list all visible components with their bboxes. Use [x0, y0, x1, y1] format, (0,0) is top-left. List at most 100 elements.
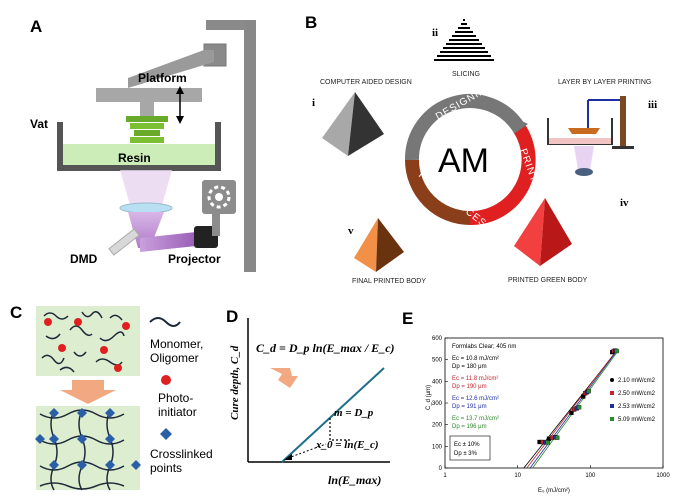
gear-icon [207, 185, 231, 209]
platform-arm [128, 50, 214, 88]
ring-printing [469, 124, 536, 226]
e-xtick-label: 1000 [656, 473, 670, 479]
green-body-pyramid [514, 198, 545, 266]
e-legend-marker [610, 404, 614, 408]
monomer-legend-icon [149, 317, 181, 327]
light-beam [128, 212, 164, 248]
crosslinked-box [36, 406, 140, 490]
e-xtick-label: 1 [443, 473, 447, 479]
printer-icon [547, 96, 634, 176]
e-ec-3: Ec = 13.7 mJ/cm² [452, 416, 499, 422]
e-dp-3: Dp = 196 μm [452, 424, 487, 430]
step-v-label: FINAL PRINTED BODY [352, 278, 426, 285]
resin-bath [62, 144, 216, 166]
crosslink-label-2: points [150, 461, 182, 475]
d-slope-triangle [329, 418, 352, 441]
e-dp-0: Dp = 180 μm [452, 364, 487, 370]
photoinitiator-legend-icon [161, 375, 171, 385]
e-xtick-label: 10 [514, 473, 521, 479]
step-ii-num: ii [432, 27, 438, 39]
e-legend-marker [610, 391, 614, 395]
dmd-mirror [108, 228, 140, 256]
e-legend-label: 2.10 mW/cm2 [618, 378, 656, 384]
final-body-pyramid [354, 218, 378, 272]
monomer-box [36, 306, 140, 376]
e-legend-label: 5.09 mW/cm2 [618, 417, 656, 423]
e-tolerance-box [449, 435, 491, 461]
step-iii-label: LAYER BY LAYER PRINTING [558, 79, 651, 86]
d-ylabel: Cure depth, C_d [229, 345, 241, 420]
resin-label: Resin [118, 151, 151, 165]
d-slope-label: m = D_p [334, 407, 374, 419]
e-ytick-label: 300 [432, 401, 443, 407]
vat-label: Vat [30, 117, 48, 131]
d-intercept-arrow [287, 443, 327, 459]
e-legend-marker [610, 378, 614, 382]
e-params: Ec = 10.8 mJ/cm² Dp = 180 μm Ec = 11.8 m… [452, 356, 499, 430]
ring-post-processing [405, 159, 471, 225]
e-ticks: 0 100 200 300 400 500 600 1 10 100 1000 [432, 336, 670, 479]
e-ytick-label: 500 [432, 358, 443, 364]
e-ytick-label: 600 [432, 336, 443, 342]
d-pointer-arrow [270, 368, 298, 388]
photoinitiator-label-2: initiator [158, 405, 197, 419]
platform-label: Platform [138, 71, 187, 85]
e-point-3 [545, 440, 550, 445]
panel-b: B DESIGNING PRINTING POST-PROCESSING AM … [305, 13, 657, 285]
step-ii-label: SLICING [452, 71, 480, 78]
step-iv-num: iv [620, 197, 629, 209]
e-title: Formlabs Clear; 405 nm [452, 344, 516, 350]
e-point-3 [555, 435, 560, 440]
panel-a: A Platform Vat Resin [30, 17, 256, 272]
sliced-pyramid [434, 19, 494, 61]
e-point-3 [614, 348, 619, 354]
d-fit-line [281, 367, 385, 463]
step-iv-label: PRINTED GREEN BODY [508, 277, 588, 284]
e-legend-label: 2.50 mW/cm2 [618, 391, 656, 397]
lens [119, 202, 173, 214]
step-iii-num: iii [648, 99, 657, 111]
vertical-rail [244, 20, 256, 272]
e-dp-2: Dp = 191 μm [452, 404, 487, 410]
crosslink-legend-icon [160, 428, 172, 440]
e-ytick-label: 100 [432, 444, 443, 450]
e-ylabel: C_d (μm) [426, 385, 432, 410]
e-ec-0: Ec = 10.8 mJ/cm² [452, 356, 499, 362]
e-legend: 2.10 mW/cm2 2.50 mW/cm2 2.53 mW/cm2 5.09 mW… [610, 378, 656, 423]
e-box-note-1: Ec ± 10% [454, 442, 480, 448]
photoinitiator-dots [44, 318, 130, 372]
cad-pyramid [322, 92, 355, 156]
d-equation: C_d = D_p ln(E_max / E_c) [256, 341, 395, 355]
e-xlabel: E₀ (mJ/cm²) [538, 488, 570, 494]
vat [57, 122, 221, 171]
crosslink-label-1: Crosslinked [150, 447, 213, 461]
e-ec-2: Ec = 12.6 mJ/cm² [452, 396, 499, 402]
panel-label-c: C [10, 303, 22, 322]
d-xlabel: ln(E_max) [328, 473, 381, 487]
photoinitiator-label-1: Photo- [158, 391, 193, 405]
crosslink-points [35, 408, 141, 470]
e-ec-1: Ec = 11.8 mJ/cm² [452, 376, 498, 382]
e-point-3 [586, 388, 591, 394]
e-dp-1: Dp = 190 μm [452, 384, 487, 390]
ring-designing [404, 94, 525, 161]
e-legend-label: 2.53 mW/cm2 [618, 404, 656, 410]
panel-label-a: A [30, 17, 42, 36]
monomer-label-1: Monomer, [150, 337, 203, 351]
arrow-down [60, 380, 116, 404]
step-i-label: COMPUTER AIDED DESIGN [320, 79, 412, 86]
panel-d: D Cure depth, C_d ln(E_max) C_d = D_p ln… [226, 307, 395, 487]
e-ytick-label: 200 [432, 423, 443, 429]
projector-label: Projector [168, 252, 221, 266]
e-point-3 [576, 405, 582, 410]
am-center: AM [438, 142, 489, 180]
step-v-num: v [348, 225, 354, 237]
step-i-num: i [312, 97, 315, 109]
e-ytick-label: 400 [432, 379, 443, 385]
e-data-points [537, 348, 619, 445]
dmd-label: DMD [70, 252, 98, 266]
e-ytick-label: 0 [439, 466, 443, 472]
e-xtick-label: 100 [585, 473, 596, 479]
